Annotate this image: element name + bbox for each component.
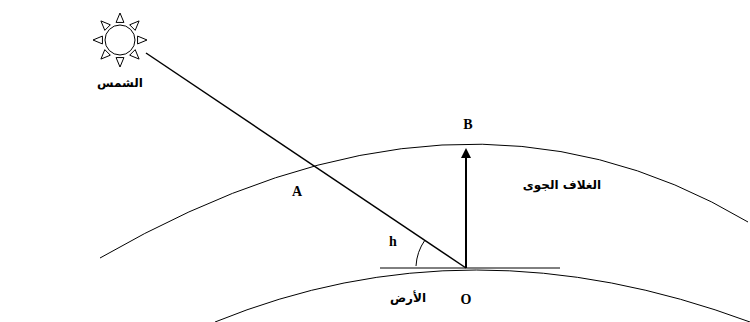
sun-ray	[116, 13, 124, 22]
angle-label: h	[389, 234, 397, 249]
horizon-line	[380, 268, 560, 269]
sun-symbol	[93, 13, 147, 67]
earth-label: الأرض	[390, 292, 426, 305]
sun-ray	[101, 50, 110, 59]
earth-arc	[215, 270, 750, 322]
sun-ray	[116, 58, 124, 67]
sun-ray	[138, 36, 147, 44]
point-label: A	[292, 184, 302, 199]
sun-ray-line	[146, 53, 466, 268]
zenith-arrow	[465, 150, 467, 268]
point-label: O	[461, 292, 472, 307]
point-label: B	[463, 117, 472, 132]
sun-label: الشمس	[97, 77, 143, 90]
sun-ray	[130, 21, 139, 30]
sun-ray	[93, 36, 102, 44]
atmosphere-label: الغلاف الجوى	[523, 179, 601, 192]
angle-arc	[416, 240, 425, 266]
sun-ray	[101, 21, 110, 30]
sun-ray	[130, 50, 139, 59]
